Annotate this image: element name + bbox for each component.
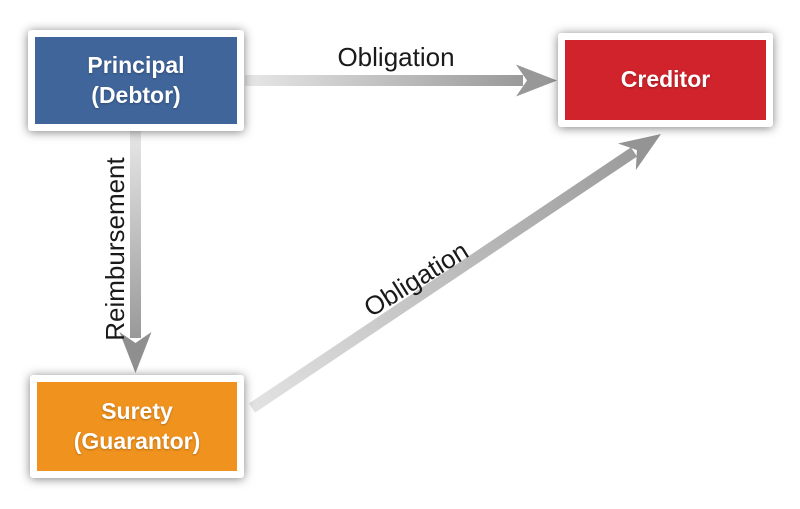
obligation-arrow-diagonal (248, 134, 661, 413)
node-label-line2: (Guarantor) (73, 427, 201, 454)
edge-label-obligation-top: Obligation (337, 42, 455, 72)
node-label-line1: Principal (87, 52, 185, 79)
node-principal-debtor: Principal (Debtor) (28, 30, 244, 131)
reimbursement-arrow (119, 131, 152, 373)
node-surety-guarantor: Surety (Guarantor) (30, 375, 244, 478)
arrow-shaft (248, 147, 638, 413)
obligation-arrow-top (245, 64, 557, 97)
node-label-line1: Surety (101, 398, 173, 425)
arrow-head (119, 332, 152, 373)
arrow-head (516, 64, 557, 97)
arrow-shaft (130, 131, 141, 338)
node-creditor: Creditor (558, 33, 773, 127)
node-label-line1: Creditor (620, 66, 711, 93)
arrow-shaft (245, 75, 523, 86)
edge-label-reimbursement: Reimbursement (100, 157, 130, 341)
node-label-line2: (Debtor) (91, 81, 181, 108)
arrow-head (618, 134, 661, 171)
